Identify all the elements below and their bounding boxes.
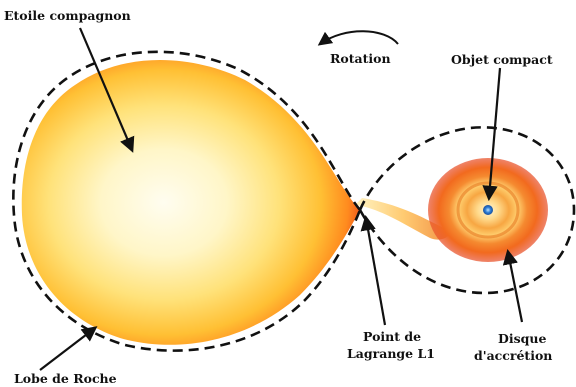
label-companion-star: Etoile compagnon	[4, 8, 131, 23]
label-disk-line2: d'accrétion	[474, 348, 552, 363]
label-disk-line1: Disque	[498, 331, 546, 346]
compact-object	[483, 205, 493, 215]
companion-star	[22, 60, 360, 345]
label-lagrange-line2: Lagrange L1	[347, 346, 435, 361]
label-rotation: Rotation	[330, 51, 391, 66]
label-lagrange-line1: Point de	[363, 329, 421, 344]
rotation-arrow-icon	[320, 31, 398, 44]
label-compact-object: Objet compact	[451, 52, 553, 67]
roche-lobe-pointer	[40, 328, 95, 370]
lagrange-point-pointer	[366, 218, 385, 325]
label-roche-lobe: Lobe de Roche	[14, 371, 117, 386]
